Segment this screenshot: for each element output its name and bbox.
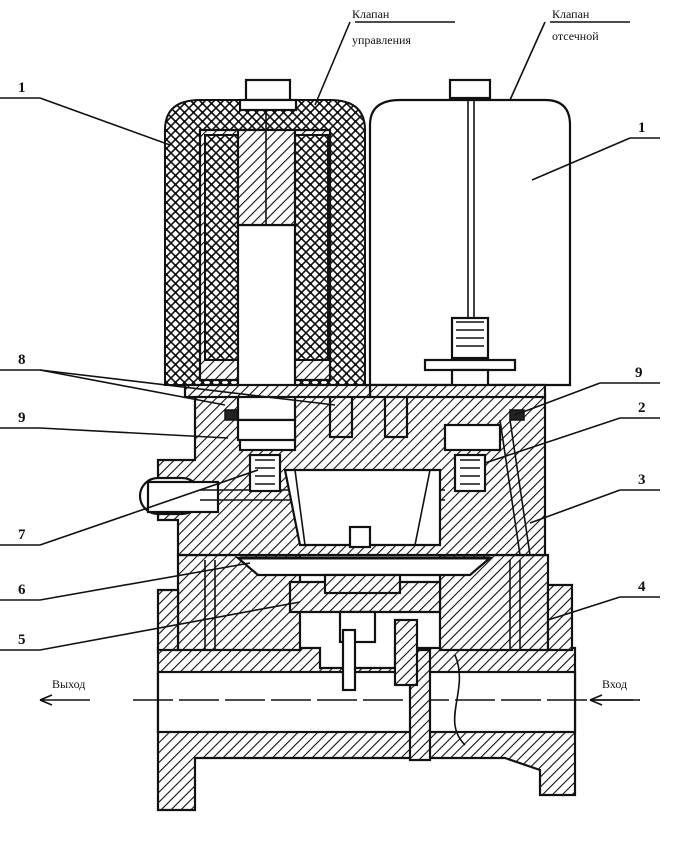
inlet-label: Вход <box>602 677 627 691</box>
shutoff-valve-caption-line1: Клапан <box>552 7 590 21</box>
left-solenoid <box>164 78 366 442</box>
outlet-label: Выход <box>52 677 85 691</box>
part-label-1-right: 1 <box>638 120 646 136</box>
part-label-1-left: 1 <box>18 80 26 96</box>
leader-lines <box>0 21 660 706</box>
part-label-2: 2 <box>638 400 646 416</box>
captions: Клапан управления Клапан отсечной Выход … <box>52 7 627 691</box>
control-valve-caption-line1: Клапан <box>352 7 390 21</box>
part-label-9-left: 9 <box>18 410 26 426</box>
part-number-labels: 1 1 8 9 9 2 3 4 7 6 5 <box>18 80 646 648</box>
part-label-6: 6 <box>18 582 26 598</box>
shutoff-valve-caption-line2: отсечной <box>552 29 599 43</box>
part-label-7: 7 <box>18 527 26 543</box>
cover-block <box>138 393 547 557</box>
part-label-3: 3 <box>638 472 646 488</box>
part-label-4: 4 <box>638 579 646 595</box>
control-valve-caption-line2: управления <box>352 33 411 47</box>
part-label-9-right: 9 <box>635 365 643 381</box>
part-label-5: 5 <box>18 632 26 648</box>
part-label-8: 8 <box>18 352 26 368</box>
piston-assembly <box>235 556 493 692</box>
valve-body <box>133 553 640 812</box>
right-solenoid <box>183 78 572 399</box>
